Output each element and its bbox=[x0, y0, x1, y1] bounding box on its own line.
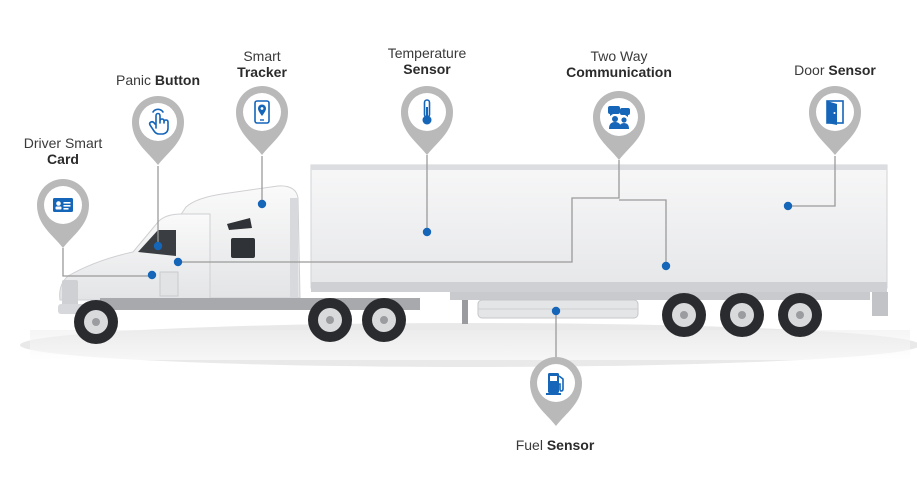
smartphone-location-icon bbox=[254, 100, 270, 124]
cab-front bbox=[59, 213, 211, 301]
wheel bbox=[74, 300, 118, 344]
dot-driver-card bbox=[147, 270, 157, 280]
pin-temperature bbox=[401, 86, 453, 155]
label-temperature-light: Temperature bbox=[387, 45, 467, 61]
label-door: Door Sensor bbox=[780, 62, 890, 78]
trailer-top-rail bbox=[311, 165, 887, 170]
pin-fuel bbox=[530, 357, 582, 426]
label-panic-button: Panic Button bbox=[103, 72, 213, 88]
roof-vent bbox=[227, 218, 252, 230]
label-driver-card-bold: Card bbox=[47, 151, 79, 167]
leader-door bbox=[788, 156, 836, 207]
pin-panic-button bbox=[132, 96, 184, 165]
leader-communication-b bbox=[619, 199, 667, 266]
label-fuel-light: Fuel bbox=[515, 437, 543, 453]
dot-communication-cab bbox=[173, 257, 183, 267]
trailer-rear-bumper bbox=[872, 292, 888, 316]
dot-communication bbox=[661, 261, 671, 271]
trailer-box bbox=[310, 164, 888, 289]
trailer-bottom-rail bbox=[311, 282, 887, 292]
label-tracker-bold: Tracker bbox=[237, 64, 287, 80]
label-communication: Two Way Communication bbox=[554, 48, 684, 80]
trailer-frame bbox=[450, 292, 870, 300]
pin-door bbox=[809, 86, 861, 155]
chat-people-icon bbox=[608, 106, 630, 129]
leader-communication bbox=[178, 160, 620, 263]
fuel-step bbox=[159, 271, 179, 297]
leader-lines bbox=[62, 155, 836, 360]
label-door-bold: Sensor bbox=[828, 62, 876, 78]
label-fuel-bold: Sensor bbox=[546, 437, 595, 453]
label-panic-light: Panic bbox=[115, 72, 152, 88]
dot-door bbox=[783, 201, 793, 211]
label-temperature-bold: Sensor bbox=[403, 61, 451, 77]
wheel bbox=[778, 293, 822, 337]
landing-gear bbox=[462, 300, 468, 324]
label-tracker-light: Smart bbox=[243, 48, 281, 64]
dot-temperature bbox=[422, 227, 432, 237]
label-door-light: Door bbox=[794, 62, 825, 78]
label-driver-card: Driver Smart Card bbox=[8, 135, 118, 167]
grille bbox=[62, 280, 78, 306]
wheel bbox=[662, 293, 706, 337]
id-card-icon bbox=[53, 198, 73, 212]
wheels bbox=[74, 293, 822, 344]
sensor-dots bbox=[147, 199, 793, 316]
exhaust-stack bbox=[290, 198, 298, 298]
label-panic-bold: Button bbox=[154, 72, 200, 88]
dot-panic-button bbox=[153, 241, 163, 251]
label-temperature: Temperature Sensor bbox=[372, 45, 482, 77]
wheel bbox=[308, 298, 352, 342]
pins bbox=[37, 86, 861, 426]
dot-fuel bbox=[551, 306, 561, 316]
thermometer-icon bbox=[422, 99, 432, 125]
label-driver-card-light: Driver Smart bbox=[23, 135, 103, 151]
label-fuel: Fuel Sensor bbox=[500, 437, 610, 453]
pin-driver-card bbox=[37, 179, 89, 248]
wheel bbox=[720, 293, 764, 337]
wheel bbox=[362, 298, 406, 342]
pin-communication bbox=[593, 91, 645, 160]
pin-smart-tracker bbox=[236, 86, 288, 155]
touch-hand-icon bbox=[148, 108, 169, 135]
side-window bbox=[231, 238, 255, 258]
label-smart-tracker: Smart Tracker bbox=[212, 48, 312, 80]
fuel-pump-icon bbox=[546, 373, 564, 395]
label-communication-bold: Communication bbox=[566, 64, 672, 80]
leader-driver-card bbox=[62, 248, 152, 277]
label-communication-light: Two Way bbox=[590, 48, 648, 64]
dot-smart-tracker bbox=[257, 199, 267, 209]
floor bbox=[30, 330, 910, 360]
door-icon bbox=[826, 100, 844, 125]
